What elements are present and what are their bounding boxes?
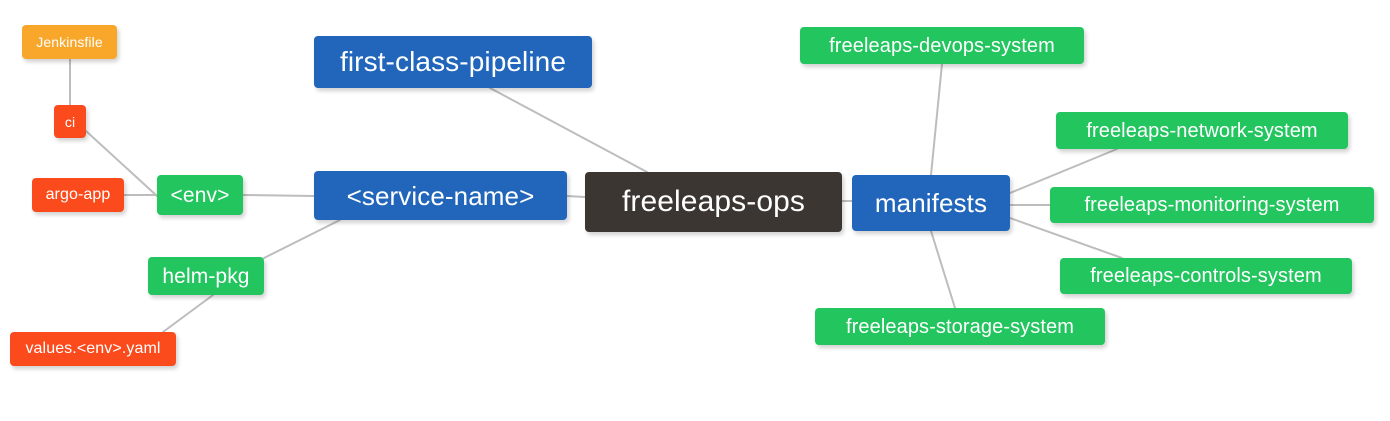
edge-env-to-service-name	[242, 194, 315, 197]
node-jenkinsfile[interactable]: Jenkinsfile	[22, 25, 117, 59]
node-label: <service-name>	[346, 180, 535, 211]
node-label: freeleaps-ops	[621, 185, 806, 218]
edge-helm-pkg-to-service-name	[263, 219, 341, 259]
node-label: <env>	[170, 183, 230, 207]
node-devops-system[interactable]: freeleaps-devops-system	[800, 27, 1084, 64]
node-helm-pkg[interactable]: helm-pkg	[148, 257, 264, 295]
node-label: helm-pkg	[162, 264, 250, 288]
node-freeleaps-ops[interactable]: freeleaps-ops	[585, 172, 842, 232]
edge-manifests-to-storage-system	[930, 230, 956, 309]
node-label: argo-app	[45, 186, 111, 203]
node-manifests[interactable]: manifests	[852, 175, 1010, 231]
node-label: freeleaps-controls-system	[1090, 265, 1322, 287]
node-ci[interactable]: ci	[54, 105, 86, 138]
node-label: freeleaps-network-system	[1086, 119, 1318, 142]
node-values-yaml[interactable]: values.<env>.yaml	[10, 332, 176, 366]
node-env[interactable]: <env>	[157, 175, 243, 215]
node-controls-system[interactable]: freeleaps-controls-system	[1060, 258, 1352, 294]
node-argo-app[interactable]: argo-app	[32, 178, 124, 212]
node-label: manifests	[874, 188, 988, 218]
node-network-system[interactable]: freeleaps-network-system	[1056, 112, 1348, 149]
node-label: freeleaps-storage-system	[845, 315, 1075, 338]
node-label: freeleaps-devops-system	[829, 34, 1055, 57]
edge-service-name-to-freeleaps-ops	[566, 195, 586, 198]
node-label: first-class-pipeline	[339, 46, 567, 77]
edge-values-yaml-to-helm-pkg	[162, 294, 214, 333]
edge-manifests-to-controls-system	[1009, 217, 1123, 259]
node-label: ci	[64, 113, 76, 130]
node-label: values.<env>.yaml	[25, 340, 161, 357]
edge-first-class-pipeline-to-freeleaps-ops	[489, 87, 648, 173]
node-service-name[interactable]: <service-name>	[314, 171, 567, 220]
node-label: Jenkinsfile	[36, 34, 103, 50]
node-first-class-pipeline[interactable]: first-class-pipeline	[314, 36, 592, 88]
node-label: freeleaps-monitoring-system	[1084, 194, 1340, 216]
node-storage-system[interactable]: freeleaps-storage-system	[815, 308, 1105, 345]
edge-manifests-to-devops-system	[930, 63, 943, 176]
node-monitoring-system[interactable]: freeleaps-monitoring-system	[1050, 187, 1374, 223]
